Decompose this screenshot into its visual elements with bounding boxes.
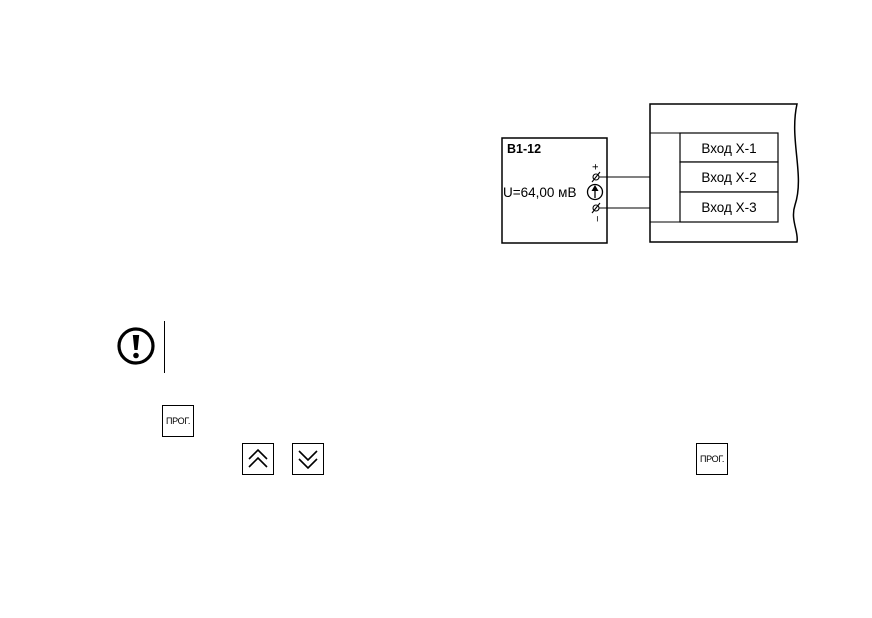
input-label-3: Вход X-3 <box>701 200 756 215</box>
voltage-reading: U=64,00 мВ <box>503 185 576 200</box>
exclamation-circle-icon <box>117 327 155 365</box>
prog-key-label: ПРОГ. <box>699 453 725 464</box>
input-label-2: Вход X-2 <box>701 170 756 185</box>
prog-key-2: ПРОГ. <box>696 443 728 475</box>
source-arrow-icon <box>591 185 599 191</box>
prog-key-label: ПРОГ. <box>165 415 191 426</box>
up-key <box>242 443 274 475</box>
input-row-3 <box>679 191 779 223</box>
input-row-2 <box>679 161 779 193</box>
minus-sign: − <box>592 216 604 222</box>
double-chevron-up-icon <box>248 448 268 468</box>
input-label-1: Вход X-1 <box>701 141 756 156</box>
plus-sign: + <box>590 164 602 170</box>
double-chevron-down-icon <box>298 450 318 470</box>
input-row-1 <box>679 132 779 163</box>
prog-key-1: ПРОГ. <box>162 405 194 437</box>
warning-divider <box>164 321 165 373</box>
device-label: В1-12 <box>507 142 541 156</box>
down-key <box>292 443 324 475</box>
